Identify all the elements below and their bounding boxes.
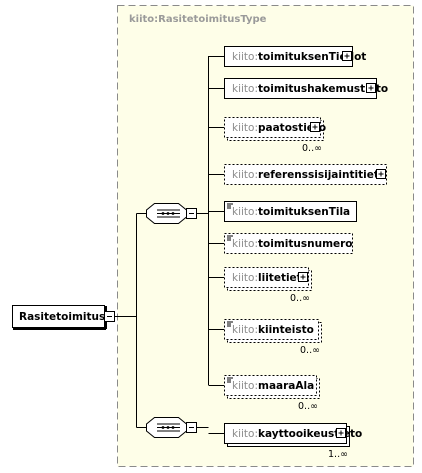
sequence-2-collapse-icon[interactable]: [186, 422, 197, 433]
root-element[interactable]: Rasitetoimitus: [12, 305, 107, 330]
sequence-1-collapse-icon[interactable]: [186, 208, 197, 219]
element-kiinteisto[interactable]: kiito:kiinteisto 0..∞: [224, 319, 322, 357]
element-label: kiito:paatostieto: [232, 122, 326, 134]
simple-content-icon: [227, 377, 233, 383]
element-liitetieto[interactable]: kiito:liitetieto 0..∞: [224, 267, 312, 305]
simple-content-icon: [227, 203, 233, 209]
element-label: kiito:referenssisijaintitieto: [232, 169, 386, 181]
element-label: kiito:toimituksenTiedot: [232, 51, 366, 63]
element-label: kiito:toimituksenTila: [232, 206, 350, 218]
sequence-compositor-1[interactable]: [146, 203, 187, 224]
element-toimituksenTiedot[interactable]: kiito:toimituksenTiedot: [224, 46, 367, 67]
expand-icon[interactable]: [298, 272, 308, 282]
element-toimitushakemustieto[interactable]: kiito:toimitushakemustieto: [224, 78, 389, 99]
cardinality-label: 1..∞: [328, 449, 348, 460]
expand-icon[interactable]: [366, 83, 376, 93]
cardinality-label: 0..∞: [290, 293, 310, 304]
element-label: kiito:kiinteisto: [232, 324, 314, 336]
simple-content-icon: [227, 321, 233, 327]
cardinality-label: 0..∞: [302, 143, 322, 154]
element-referenssisijaintitieto[interactable]: kiito:referenssisijaintitieto: [224, 164, 387, 185]
element-label: kiito:maaraAla: [232, 380, 314, 392]
element-label: kiito:liitetieto: [232, 272, 309, 284]
expand-icon[interactable]: [310, 122, 320, 132]
type-label: kiito:RasitetoimitusType: [129, 14, 267, 25]
element-toimitusnumero[interactable]: kiito:toimitusnumero: [224, 233, 353, 254]
element-label: kiito:toimitusnumero: [232, 238, 353, 250]
cardinality-label: 0..∞: [300, 345, 320, 356]
expand-icon[interactable]: [336, 428, 346, 438]
element-paatostieto[interactable]: kiito:paatostieto 0..∞: [224, 117, 327, 155]
expand-icon[interactable]: [342, 51, 352, 61]
root-collapse-icon[interactable]: [104, 311, 115, 322]
simple-content-icon: [227, 235, 233, 241]
cardinality-label: 0..∞: [298, 401, 318, 412]
sequence-compositor-2[interactable]: [146, 417, 187, 438]
element-toimituksenTila[interactable]: kiito:toimituksenTila: [224, 201, 357, 222]
element-maaraAla[interactable]: kiito:maaraAla 0..∞: [224, 375, 320, 413]
root-element-label: Rasitetoimitus: [19, 311, 105, 323]
element-label: kiito:toimitushakemustieto: [232, 83, 388, 95]
expand-icon[interactable]: [376, 169, 386, 179]
